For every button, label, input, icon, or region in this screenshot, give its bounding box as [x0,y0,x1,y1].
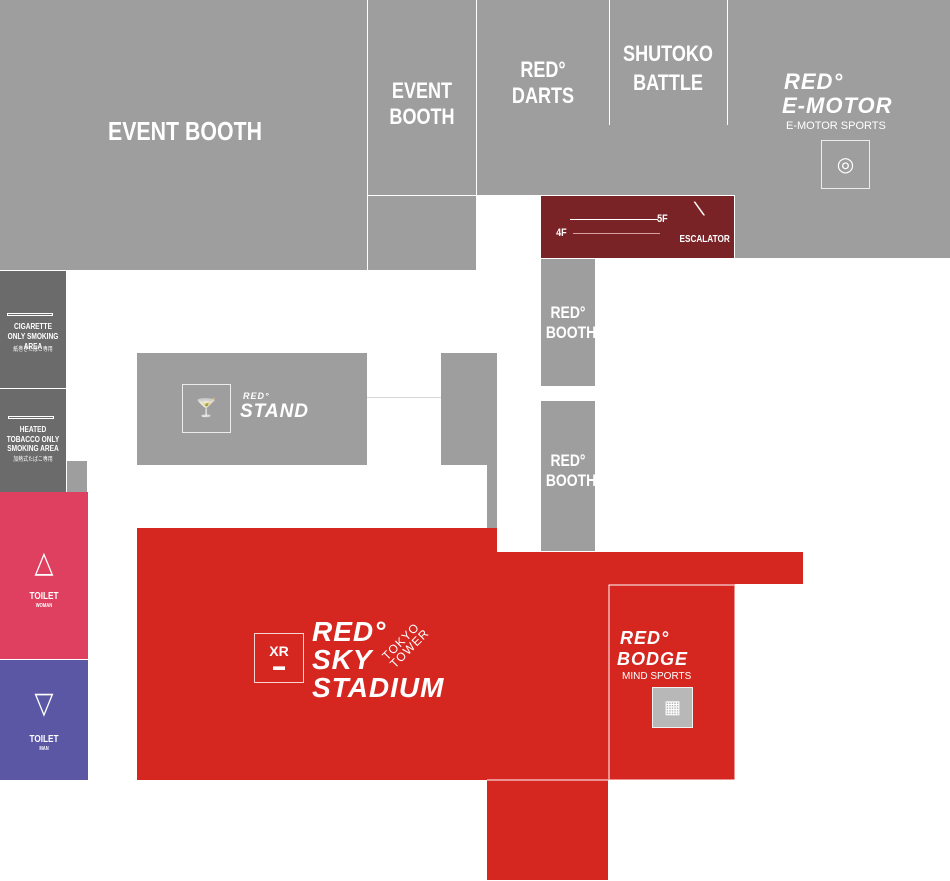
red-booth-2[interactable] [541,401,595,551]
escalator-icon: ⟍ [694,199,705,219]
stadium-logo-line2: SKY [312,644,373,675]
stadium-logo-line1: RED° [312,616,387,647]
upper-right-block [477,0,950,195]
toilet-man-sub: MAN [39,746,49,752]
cigarette-smoking-area[interactable] [0,271,66,388]
shutoko-battle-label[interactable]: SHUTOKO BATTLE [623,41,713,95]
escalator[interactable] [541,196,734,258]
xr-icon: XR▬ [254,633,304,683]
stand-connector [367,397,441,398]
event-booth-small-label: EVENT BOOTH [389,78,455,130]
emotor-logo: E-MOTOR [782,93,893,118]
red-sky-stadium[interactable] [137,528,497,780]
drinks-icon: 🍸 [182,384,231,433]
arrow-down-line [573,233,660,234]
emotor-lower [735,195,950,258]
red-stand[interactable] [137,353,367,465]
stadium-area [137,528,803,880]
divider [727,0,728,125]
red-booth-2-label: RED° BOOTH [545,451,597,491]
toilet-man[interactable] [0,660,88,780]
stand-logo: STAND [240,401,310,422]
heated-area-label: HEATED TOBACCO ONLY SMOKING AREA [6,425,60,454]
heated-tobacco-smoking-area[interactable] [0,389,66,492]
bodge-logo-red: RED° [620,628,670,648]
red-booth-1[interactable] [541,259,595,386]
arrow-up-line [570,219,658,220]
toilet-woman[interactable] [0,492,88,659]
cigarette-icon [7,313,53,316]
cigarette-area-jp: 紙巻きたばこ専用 [13,347,53,353]
red-darts-label[interactable]: RED° DARTS [511,57,575,109]
bodge-subtitle: MIND SPORTS [622,671,692,682]
toilet-woman-label: TOILET [29,591,59,602]
stadium-logo-line3: STADIUM [312,672,445,703]
vending-machine-icon [67,461,87,492]
event-booth-main-label: EVENT BOOTH [107,116,262,146]
event-booth-main[interactable] [0,0,367,270]
stand-side-block [441,353,497,465]
emotor-subtitle: E-MOTOR SPORTS [786,120,886,132]
cigarette-area-label: CIGARETTE ONLY SMOKING AREA [7,322,59,351]
toilet-man-label: TOILET [29,734,59,745]
event-booth-small-lower [368,196,476,270]
divider [609,0,610,125]
toilet-woman-sub: WOMAN [35,603,53,609]
event-booth-small[interactable] [368,0,476,195]
escalator-down-label: 4F [556,227,567,239]
stand-logo-red: RED° [243,391,270,401]
heated-tobacco-icon [8,416,54,419]
board-game-icon: ▦ [652,687,693,728]
escalator-label: ESCALATOR [679,234,730,245]
red-booth-1-label: RED° BOOTH [545,303,597,343]
heated-area-jp: 加熱式たばこ専用 [13,457,53,463]
woman-icon: △ [34,546,54,579]
xr-label: XR [269,643,289,659]
bodge-logo: BODGE [617,649,689,669]
steering-wheel-icon: ◎ [821,140,870,189]
man-icon: ▽ [34,687,54,720]
bodge-area-outline [608,584,736,781]
emotor-logo-red: RED° [784,69,844,94]
escalator-up-label: 5F [657,213,668,225]
stand-side-strip [487,465,497,528]
